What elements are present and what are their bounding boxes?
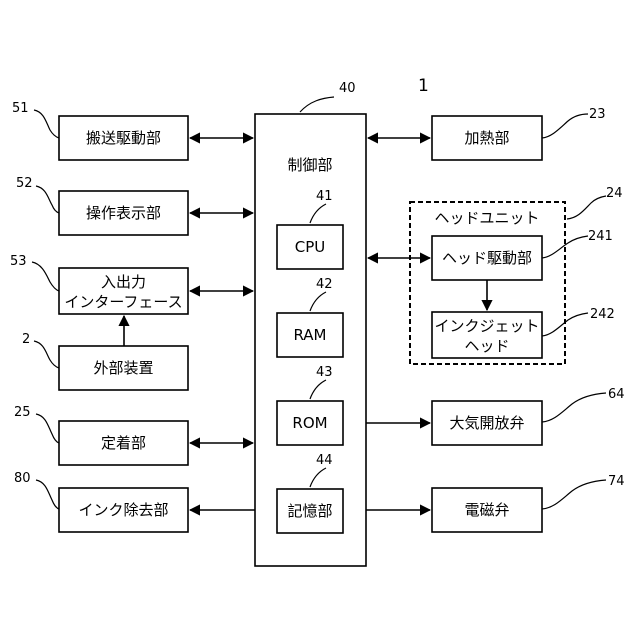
air-valve-ref: 64	[608, 387, 625, 402]
head-unit-label: ヘッドユニット	[434, 209, 539, 227]
solenoid-ref: 74	[608, 474, 625, 489]
head-unit-ref: 24	[606, 186, 623, 201]
cpu-ref: 41	[316, 189, 333, 204]
heating-ref: 23	[589, 107, 606, 122]
inkjet-head-label-line2: ヘッド	[464, 337, 509, 355]
air-valve-label: 大気開放弁	[449, 414, 524, 432]
io-label-line1: 入出力	[101, 273, 146, 291]
cpu-label: CPU	[295, 238, 326, 256]
controller-leader	[300, 97, 334, 112]
heating-label: 加熱部	[464, 129, 509, 147]
head-drive-ref: 241	[588, 229, 613, 244]
external-label: 外部装置	[93, 359, 153, 377]
air-valve-leader	[542, 393, 606, 422]
ink-removal-ref: 80	[14, 471, 31, 486]
fixing-ref: 25	[14, 405, 31, 420]
io-label-line2: インターフェース	[64, 293, 182, 311]
operation-ref: 52	[16, 176, 33, 191]
ram-ref: 42	[316, 277, 333, 292]
external-leader	[34, 341, 59, 368]
head-drive-label: ヘッド駆動部	[442, 249, 532, 267]
head-unit-leader	[567, 196, 606, 219]
transport-leader	[34, 110, 59, 138]
inkjet-head-ref: 242	[590, 307, 615, 322]
controller-label: 制御部	[287, 156, 332, 174]
solenoid-label: 電磁弁	[464, 501, 509, 519]
heating-leader	[542, 114, 588, 138]
rom-label: ROM	[292, 414, 327, 432]
fixing-leader	[36, 414, 59, 443]
inkjet-head-leader	[542, 313, 588, 336]
ink-removal-label: インク除去部	[78, 501, 168, 519]
memory-ref: 44	[316, 453, 333, 468]
operation-label: 操作表示部	[86, 204, 161, 222]
external-ref: 2	[22, 332, 30, 347]
solenoid-leader	[542, 480, 606, 509]
inkjet-head-label-line1: インクジェット	[434, 317, 539, 335]
controller-ref: 40	[339, 81, 356, 96]
operation-leader	[36, 186, 59, 213]
fixing-label: 定着部	[101, 434, 146, 452]
io-ref: 53	[10, 254, 27, 269]
ram-label: RAM	[293, 326, 326, 344]
rom-ref: 43	[316, 365, 333, 380]
io-leader	[32, 262, 59, 291]
transport-label: 搬送駆動部	[86, 129, 161, 147]
memory-label: 記憶部	[287, 502, 332, 520]
transport-ref: 51	[12, 101, 29, 116]
ink-removal-leader	[36, 480, 59, 509]
figure-number: 1	[418, 76, 429, 96]
